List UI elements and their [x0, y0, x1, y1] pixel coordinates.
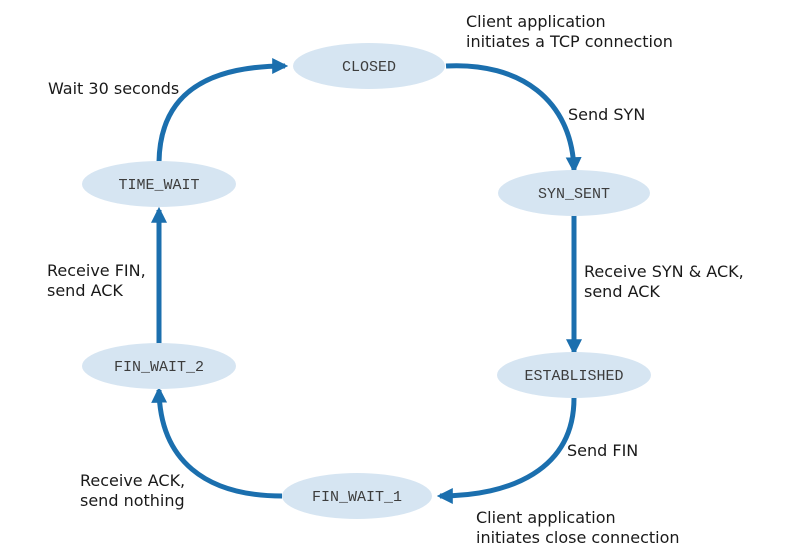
state-syn-sent: SYN_SENT	[498, 170, 650, 216]
label-receive-fin: Receive FIN, send ACK	[47, 261, 146, 301]
state-time-wait: TIME_WAIT	[82, 161, 236, 207]
state-fin-wait-1-label: FIN_WAIT_1	[312, 489, 402, 506]
label-receive-syn-ack: Receive SYN & ACK, send ACK	[584, 262, 744, 302]
label-client-connect: Client application initiates a TCP conne…	[466, 12, 673, 52]
label-send-syn: Send SYN	[568, 105, 645, 125]
state-established: ESTABLISHED	[497, 352, 651, 398]
arrow-time-wait-to-closed	[156, 58, 289, 163]
label-client-close: Client application initiates close conne…	[476, 508, 680, 548]
state-closed: CLOSED	[293, 43, 445, 89]
label-client-connect-line-1: Client application	[466, 12, 606, 31]
label-client-connect-line-2: initiates a TCP connection	[466, 32, 673, 51]
label-wait-30: Wait 30 seconds	[48, 79, 179, 99]
label-client-close-line-1: Client application	[476, 508, 616, 527]
state-fin-wait-2: FIN_WAIT_2	[82, 343, 236, 389]
label-receive-fin-line-1: Receive FIN,	[47, 261, 146, 280]
state-syn-sent-label: SYN_SENT	[538, 186, 610, 203]
arrow-established-to-fin-wait-1	[436, 397, 577, 504]
label-send-syn-line-1: Send SYN	[568, 105, 646, 124]
label-receive-syn-ack-line-2: send ACK	[584, 282, 660, 301]
state-closed-label: CLOSED	[342, 59, 396, 76]
label-send-fin: Send FIN	[567, 441, 638, 461]
state-fin-wait-2-label: FIN_WAIT_2	[114, 359, 204, 376]
arrow-closed-to-syn-sent	[445, 63, 582, 174]
label-wait-30-line-1: Wait 30 seconds	[48, 79, 180, 98]
label-receive-ack-line-2: send nothing	[80, 491, 185, 510]
label-client-close-line-2: initiates close connection	[476, 528, 680, 547]
label-send-fin-line-1: Send FIN	[567, 441, 639, 460]
state-fin-wait-1: FIN_WAIT_1	[282, 473, 432, 519]
arrow-fin-wait-1-to-fin-wait-2	[151, 386, 283, 499]
label-receive-ack-line-1: Receive ACK,	[80, 471, 186, 490]
state-established-label: ESTABLISHED	[524, 368, 623, 385]
state-time-wait-label: TIME_WAIT	[118, 177, 199, 194]
label-receive-fin-line-2: send ACK	[47, 281, 123, 300]
label-receive-ack: Receive ACK, send nothing	[80, 471, 185, 511]
label-receive-syn-ack-line-1: Receive SYN & ACK,	[584, 262, 744, 281]
